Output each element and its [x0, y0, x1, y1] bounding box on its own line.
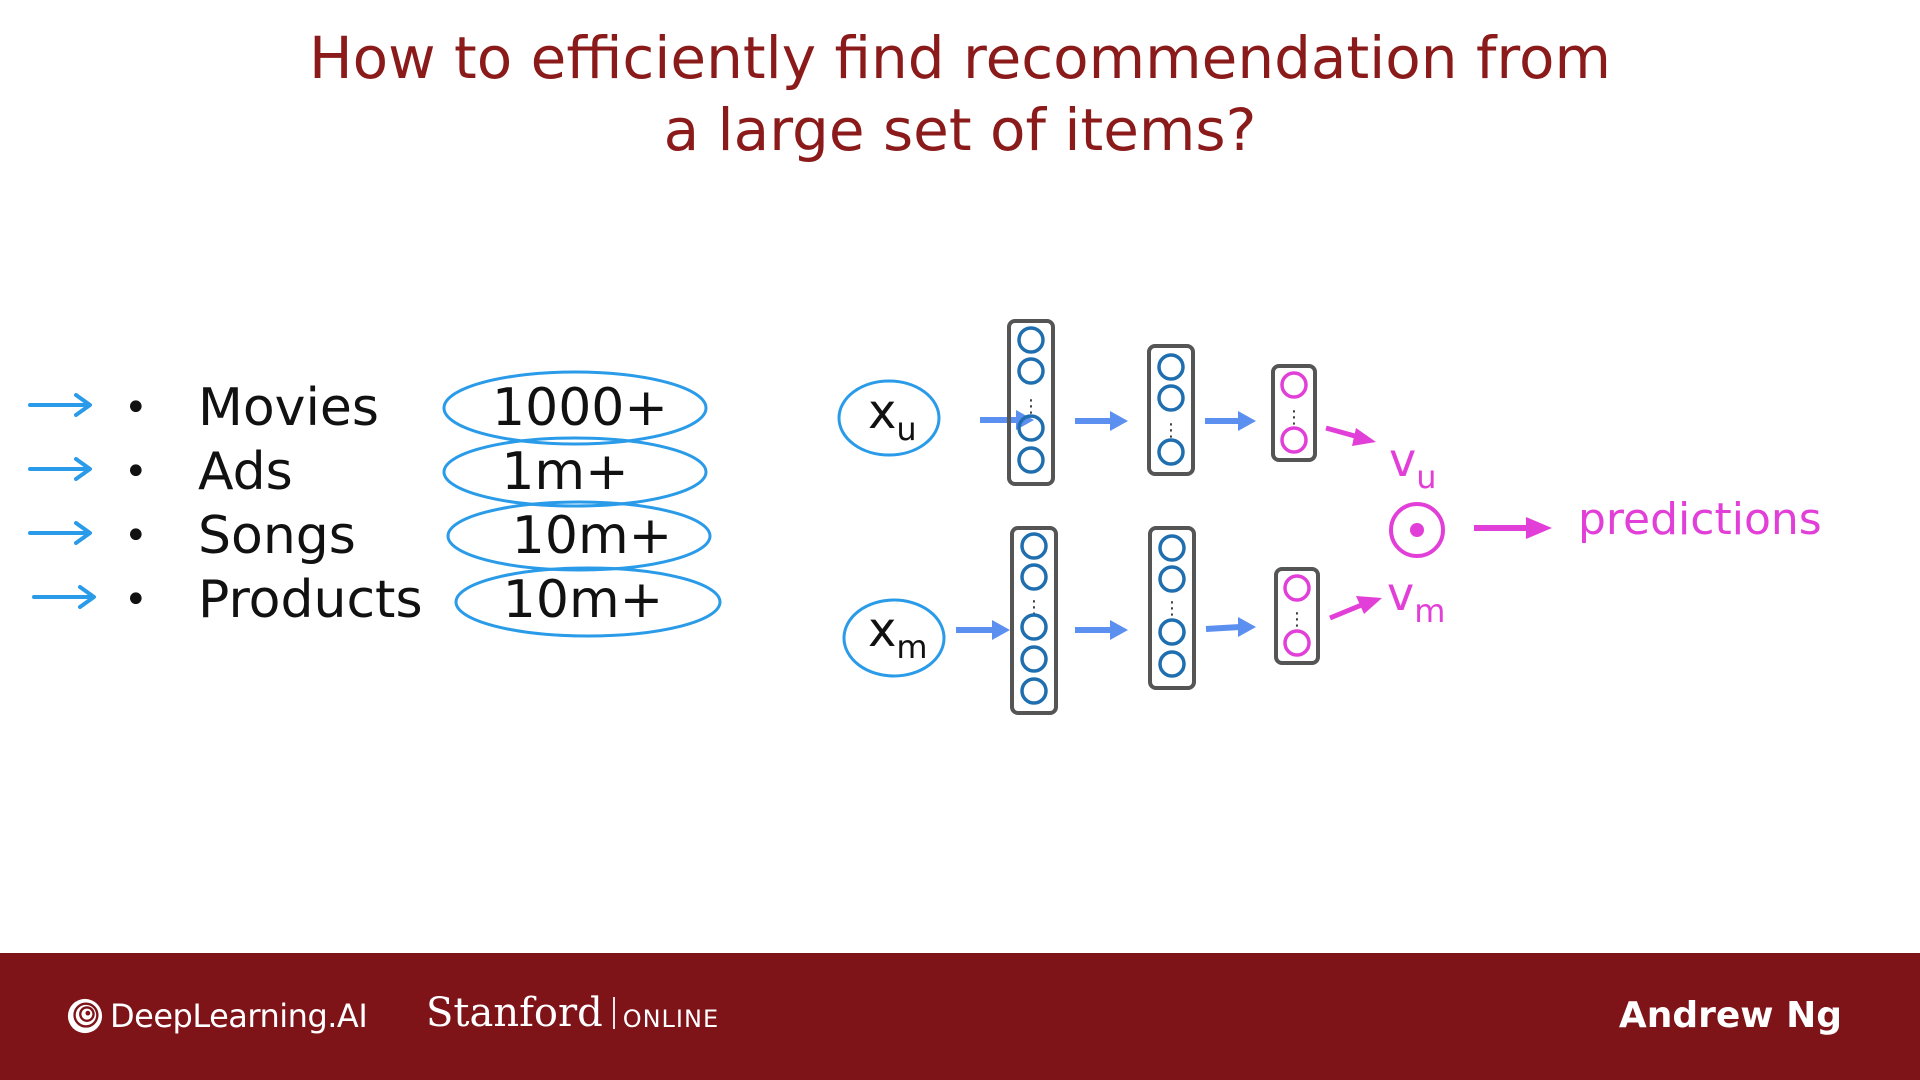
- handwritten-circle: [454, 566, 722, 638]
- handwritten-arrow-icon: [32, 585, 96, 609]
- user-vector-label: vu: [1389, 433, 1437, 496]
- arrow-icon: [1325, 425, 1376, 446]
- user-input-circle: [837, 379, 941, 457]
- arrow-icon: [1474, 517, 1552, 539]
- bullet: •: [124, 577, 148, 623]
- bullet: •: [124, 385, 148, 431]
- title-line-2: a large set of items?: [663, 96, 1257, 164]
- brand-online: ONLINE: [622, 1005, 720, 1033]
- arrow-icon: [956, 620, 1010, 640]
- arrow-icon: [1205, 411, 1256, 431]
- stanford-online-logo: Stanford ONLINE: [426, 987, 719, 1039]
- bullet: •: [124, 449, 148, 495]
- dot-product-icon: [1389, 502, 1445, 558]
- svg-text:⋮: ⋮: [1022, 396, 1040, 417]
- item-label: Songs: [198, 506, 356, 566]
- predictions-label: predictions: [1578, 494, 1822, 545]
- layer-box: [1271, 364, 1317, 462]
- arrow-icon: [1329, 596, 1382, 621]
- list-item: • Movies 1000+: [0, 370, 760, 446]
- item-label: Ads: [198, 442, 293, 502]
- bullet: •: [124, 513, 148, 559]
- title-line-1: How to efficiently find recommendation f…: [309, 24, 1611, 92]
- movie-tower: ⋮ ⋮ ⋮: [842, 526, 1382, 715]
- deeplearning-ai-logo: DeepLearning.AI: [66, 993, 368, 1039]
- arrow-icon: [1075, 411, 1128, 431]
- brand-stanford: Stanford: [426, 990, 603, 1036]
- user-tower: ⋮ ⋮ ⋮: [837, 319, 1376, 486]
- list-item: • Songs 10m+: [0, 500, 760, 572]
- item-label: Movies: [198, 378, 379, 438]
- handwritten-arrow-icon: [28, 393, 92, 417]
- arrow-icon: [1075, 620, 1128, 640]
- brand-deeplearning: DeepLearning.AI: [110, 997, 368, 1035]
- list-item: • Ads 1m+: [0, 436, 760, 508]
- svg-text:⋮: ⋮: [1285, 407, 1303, 428]
- movie-input-circle: [842, 598, 946, 678]
- handwritten-circle: [446, 500, 712, 572]
- list-item: • Products 10m+: [0, 566, 760, 638]
- layer-box: [1147, 344, 1195, 476]
- logo-divider: [612, 997, 615, 1029]
- handwritten-circle: [442, 370, 708, 446]
- layer-box: [1010, 526, 1058, 715]
- footer-bar: DeepLearning.AI Stanford ONLINE Andrew N…: [0, 953, 1920, 1080]
- svg-text:⋮: ⋮: [1025, 597, 1043, 618]
- layer-box: [1148, 526, 1196, 690]
- item-count: 10m+: [502, 570, 664, 630]
- item-count: 1m+: [501, 442, 629, 502]
- item-count: 10m+: [511, 506, 673, 566]
- svg-text:⋮: ⋮: [1288, 609, 1306, 630]
- deeplearning-logo-icon: [67, 998, 103, 1034]
- presenter-name: Andrew Ng: [1618, 995, 1842, 1036]
- handwritten-arrow-icon: [28, 457, 92, 481]
- arrow-icon: [1205, 617, 1256, 637]
- movie-vector-label: vm: [1387, 567, 1446, 630]
- slide-title: How to efficiently find recommendation f…: [0, 22, 1920, 166]
- svg-text:⋮: ⋮: [1163, 598, 1181, 619]
- handwritten-circle: [442, 436, 708, 508]
- svg-text:⋮: ⋮: [1162, 420, 1180, 441]
- handwritten-arrow-icon: [28, 521, 92, 545]
- item-label: Products: [198, 570, 423, 630]
- movie-input-label: xm: [868, 602, 928, 666]
- layer-box: [1274, 567, 1320, 665]
- item-count: 1000+: [492, 378, 668, 438]
- layer-box: [1007, 319, 1055, 486]
- user-input-label: xu: [868, 384, 917, 448]
